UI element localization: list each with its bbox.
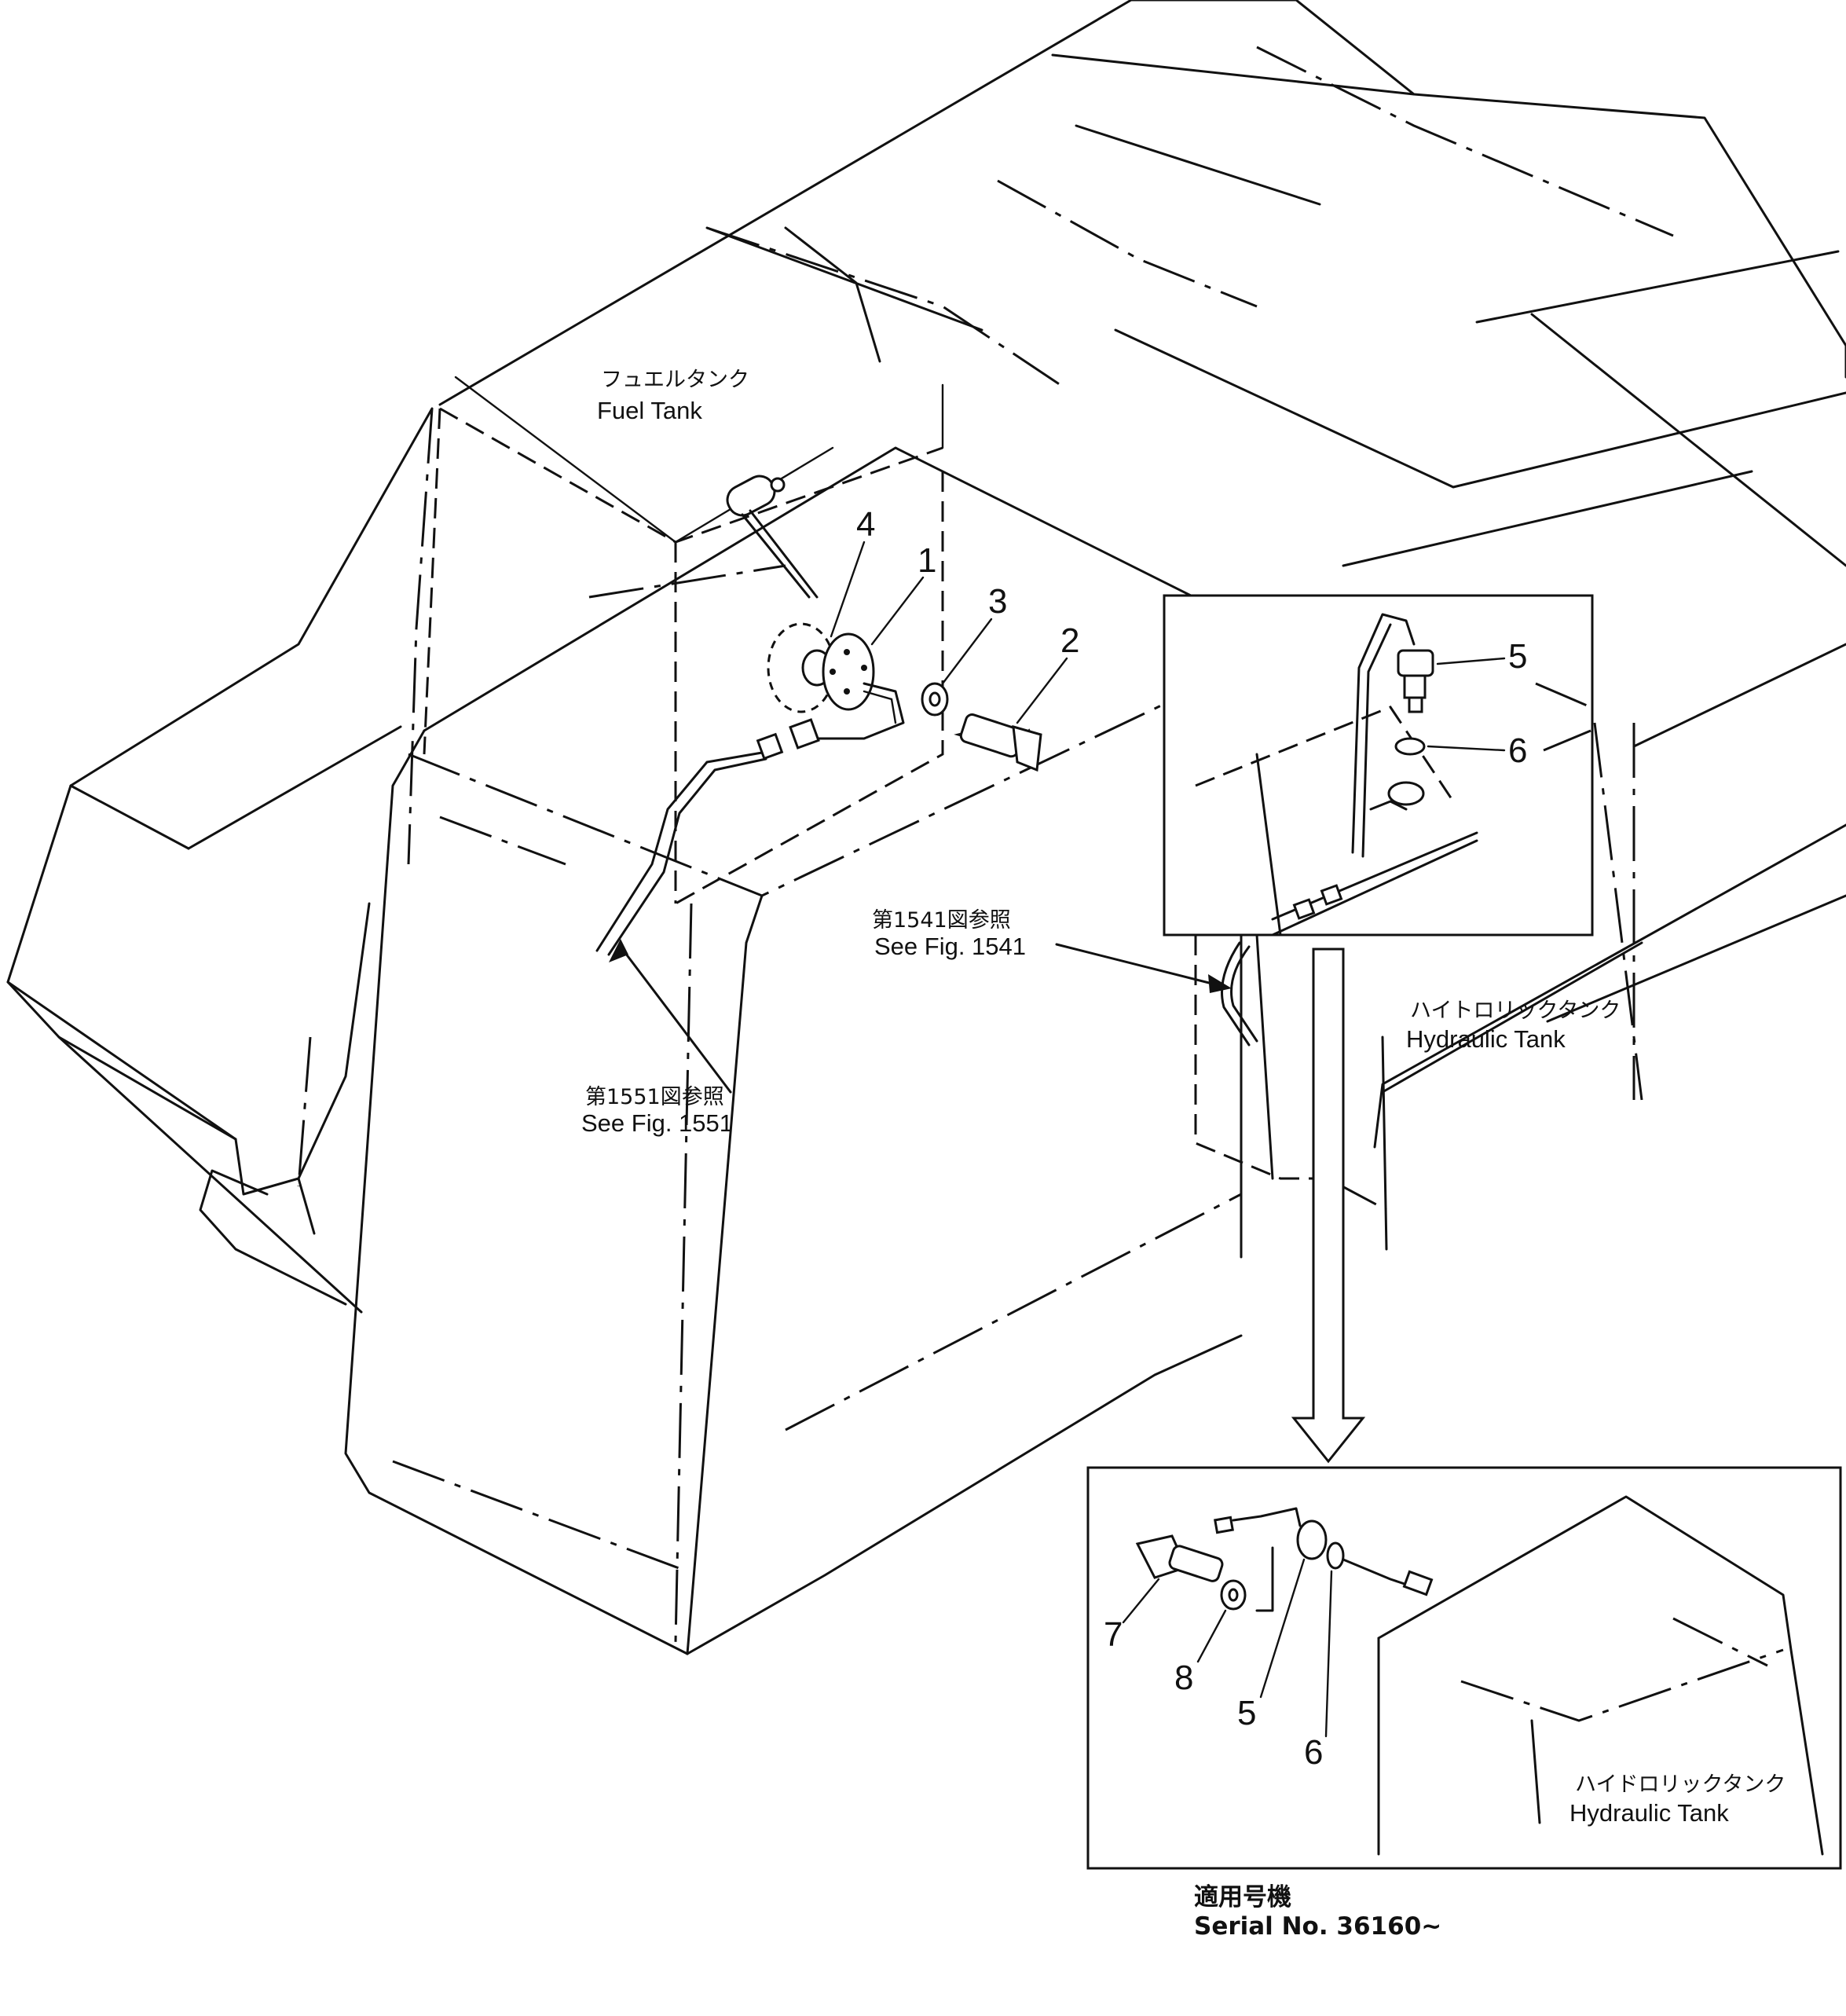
fuel-sensor-assembly: [595, 475, 1042, 956]
sensor-part-5-upper: [1397, 649, 1434, 713]
callout-5-upper: 5: [1508, 637, 1527, 676]
fuel-tank-label-en: Fuel Tank: [597, 397, 702, 424]
inset-frame-lower: [1086, 1466, 1842, 1870]
washer-part-3: [921, 682, 949, 717]
sensor-connector: [726, 475, 819, 599]
bolt-part-2: [954, 713, 1042, 772]
sensor-part-5-lower: [1214, 1507, 1328, 1560]
fuel-tank-label: フュエルタンク Fuel Tank: [597, 368, 749, 424]
fuel-tank-outline: [344, 376, 1258, 1655]
connectors-upper: [1292, 884, 1343, 920]
cab-frame-outline: [6, 407, 434, 1314]
ref-1541-jp: 第1541図参照: [872, 908, 1011, 933]
callout-3: 3: [988, 582, 1007, 621]
hydraulic-tank-outline: ハイトロリックタンク Hydraulic Tank: [1194, 933, 1621, 1251]
fuel-tank-callouts: 4 1 3 2: [830, 505, 1079, 724]
hydraulic-tank-label-en-1: Hydraulic Tank: [1406, 1025, 1566, 1053]
callout-7: 7: [1104, 1615, 1123, 1654]
ref-1551-jp: 第1551図参照: [585, 1085, 724, 1109]
callout-8: 8: [1174, 1659, 1193, 1697]
fuel-tank-label-jp: フュエルタンク: [601, 368, 749, 392]
hydraulic-inset-upper: 5 6: [1163, 594, 1594, 937]
washer-part-8: [1220, 1579, 1247, 1611]
inset-frame-upper: [1163, 594, 1594, 937]
machine-body-outline: [438, 0, 1846, 1149]
oring-part-6-lower: [1326, 1541, 1434, 1596]
hydraulic-tank-label-jp-1: ハイトロリックタンク: [1410, 999, 1621, 1023]
ref-fig-1551: 第1551図参照 See Fig. 1551: [581, 939, 733, 1137]
callout-4: 4: [856, 505, 875, 544]
callout-2: 2: [1060, 621, 1079, 660]
callout-1: 1: [918, 541, 936, 580]
transition-arrow: [1291, 948, 1366, 1464]
hydraulic-inset-lower: 7 8 5 6 ハイドロリックタンク Hydraulic Tank: [1086, 1466, 1842, 1870]
serial-label-en: Serial No. 36160~: [1194, 1912, 1441, 1941]
serial-label-jp: 適用号機: [1194, 1883, 1291, 1912]
bolt-part-7: [1135, 1534, 1224, 1582]
callout-6-lower: 6: [1304, 1733, 1323, 1772]
fuel-sender-part-1: [595, 632, 905, 956]
callout-5-lower: 5: [1237, 1694, 1256, 1732]
hydraulic-tank-label-en-2: Hydraulic Tank: [1569, 1799, 1729, 1827]
ref-1541-en: See Fig. 1541: [874, 933, 1026, 960]
ref-fig-1541: 第1541図参照 See Fig. 1541: [872, 908, 1232, 993]
hydraulic-tank-label-jp-2: ハイドロリックタンク: [1575, 1772, 1786, 1797]
serial-caption: 適用号機 Serial No. 36160~: [1194, 1883, 1441, 1941]
ref-1551-en: See Fig. 1551: [581, 1109, 733, 1137]
callout-6-upper: 6: [1508, 731, 1527, 770]
oring-part-6-upper: [1394, 737, 1426, 756]
port-fitting: [1369, 781, 1425, 811]
